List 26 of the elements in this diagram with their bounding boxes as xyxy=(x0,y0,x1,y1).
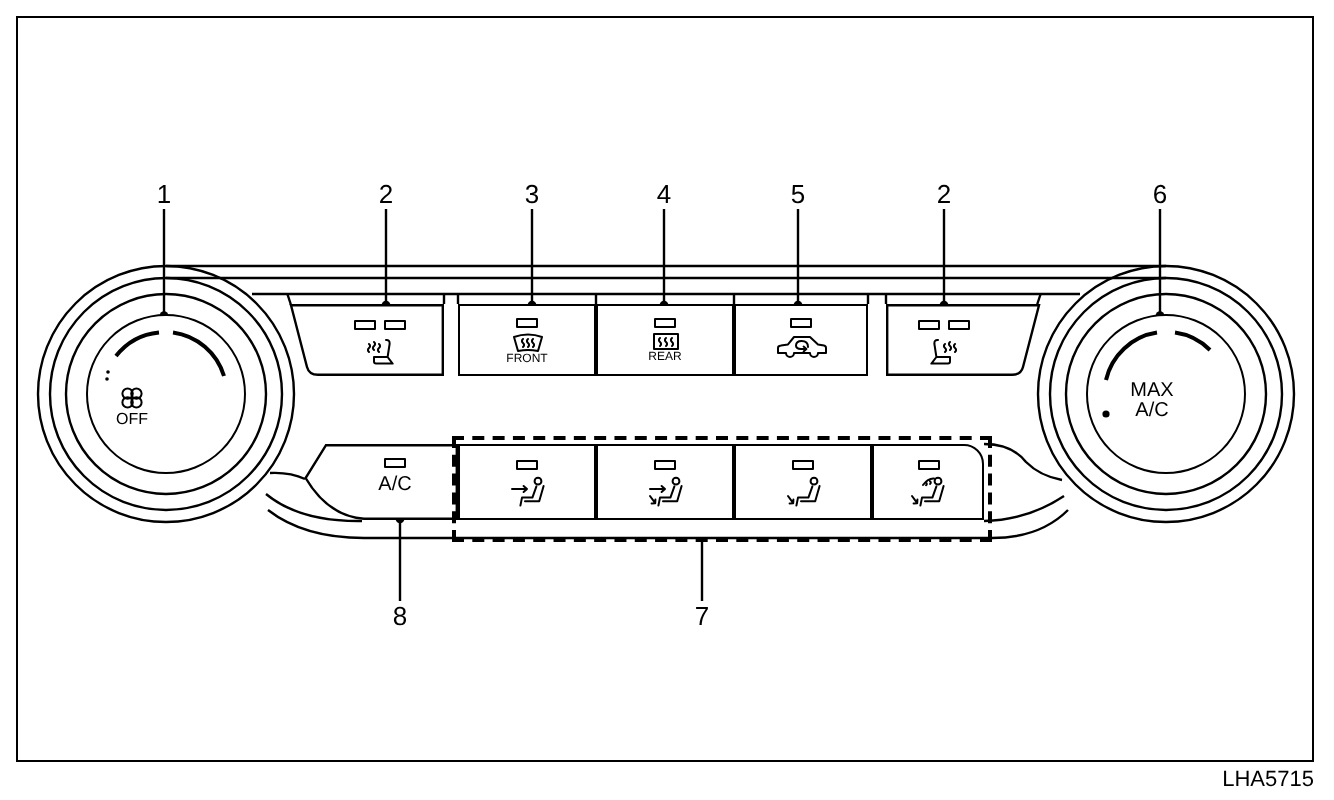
callout-number: 3 xyxy=(524,181,540,207)
leader-line xyxy=(700,540,704,601)
airflow-mode-button xyxy=(872,444,984,520)
dashed-group-outline xyxy=(452,436,992,542)
leader-line xyxy=(659,209,669,310)
fan-speed-knob: OFF xyxy=(86,314,246,474)
seat-heater-button xyxy=(288,304,444,376)
airflow-mode-button xyxy=(458,444,596,520)
callout-number: 8 xyxy=(392,603,408,629)
leader-line xyxy=(159,209,169,320)
airflow-mode-button xyxy=(596,444,734,520)
callout-number: 4 xyxy=(656,181,672,207)
callout-number: 2 xyxy=(936,181,952,207)
seat-heater-button xyxy=(886,304,1042,376)
callout-number: 1 xyxy=(156,181,172,207)
leader-line xyxy=(793,209,803,310)
callout-number: 7 xyxy=(694,603,710,629)
callout-number: 2 xyxy=(378,181,394,207)
callout-number: 6 xyxy=(1152,181,1168,207)
airflow-mode-button xyxy=(734,444,872,520)
leader-line xyxy=(527,209,537,310)
ac-button: A/C xyxy=(304,444,458,520)
callout-number: 5 xyxy=(790,181,806,207)
temperature-knob: MAX A/C xyxy=(1086,314,1246,474)
figure-code: LHA5715 xyxy=(1222,768,1314,792)
recirculation-button xyxy=(734,304,868,376)
